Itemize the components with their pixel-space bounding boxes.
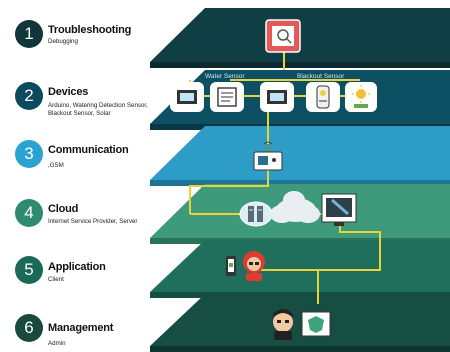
plate-troubleshooting-edge xyxy=(150,62,450,68)
plate-communication xyxy=(150,126,450,180)
layer-title: Troubleshooting xyxy=(48,24,132,36)
smartphone-icon xyxy=(226,256,236,276)
blackout-sensor-label: Blackout Sensor xyxy=(297,73,345,80)
layer-subtitle: Admin xyxy=(48,340,66,347)
layer-subtitle: Arduino, Watering Detection Sensor, Blac… xyxy=(48,102,148,117)
admin-user-icon xyxy=(273,309,293,340)
server-icon xyxy=(239,201,273,227)
layer-number-badge: 5 xyxy=(15,256,43,284)
layer-subtitle: Debugging xyxy=(48,38,78,45)
layer-title: Communication xyxy=(48,144,129,156)
layer-number-badge: 4 xyxy=(15,199,43,227)
layer-subtitle: Client xyxy=(48,276,64,283)
client-user-icon xyxy=(243,251,265,281)
arduino-icon-2 xyxy=(260,82,294,112)
plate-application xyxy=(150,240,450,292)
layer-number-badge: 1 xyxy=(15,20,43,48)
layer-subtitle: Internet Service Provider, Server xyxy=(48,218,138,225)
water-sensor-label: Water Sensor xyxy=(205,73,245,80)
gsm-module-icon xyxy=(253,141,283,171)
plate-management-edge xyxy=(150,346,450,352)
layer-title: Cloud xyxy=(48,203,79,215)
cloud-icon xyxy=(270,191,320,223)
layer-number-badge: 3 xyxy=(15,140,43,168)
layer-title: Management xyxy=(48,322,114,334)
blackout-sensor-icon xyxy=(306,82,340,112)
solar-icon xyxy=(345,82,377,112)
layer-title: Application xyxy=(48,261,106,273)
arduino-icon xyxy=(170,82,204,112)
layer-number-badge: 6 xyxy=(15,314,43,342)
layer-subtitle: ,GSM xyxy=(48,162,64,169)
admin-panel-icon xyxy=(301,311,331,337)
layer-number-badge: 2 xyxy=(15,82,43,110)
connector-gsm-to-cloud xyxy=(189,170,269,214)
plate-management xyxy=(150,294,450,346)
debug-icon xyxy=(265,19,301,53)
monitor-icon xyxy=(321,193,357,226)
layer-title: Devices xyxy=(48,86,89,98)
water-sensor-icon xyxy=(210,82,244,112)
